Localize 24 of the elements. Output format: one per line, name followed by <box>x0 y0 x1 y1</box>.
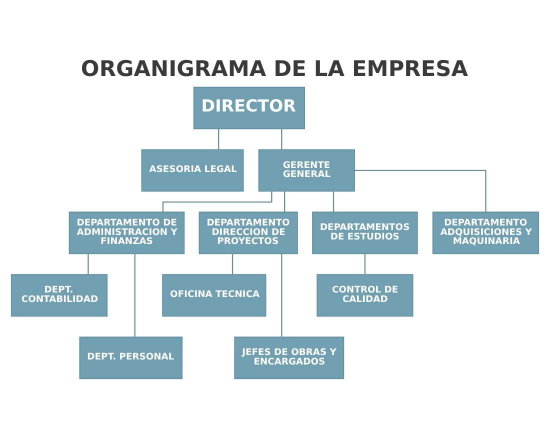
node-box: GERENTE GENERAL <box>258 149 355 192</box>
connector <box>88 254 89 274</box>
diagram-title: ORGANIGRAMA DE LA EMPRESA <box>80 57 468 82</box>
node-box: DEPARTAMENTO DIRECCION DE PROYECTOS <box>198 212 298 254</box>
node-box: DEPARTAMENTO DE ADMINISTRACION Y FINANZAS <box>68 212 185 254</box>
connector <box>134 254 136 337</box>
connector <box>364 254 366 274</box>
connector <box>284 192 286 212</box>
node-box: DEPARTAMENTOS DE ESTUDIOS <box>312 212 418 254</box>
node-box: DEPT. PERSONAL <box>79 336 183 380</box>
connector <box>332 192 334 212</box>
connector <box>281 254 282 337</box>
node-box: DEPT. CONTABILIDAD <box>10 274 108 317</box>
node-box: JEFES DE OBRAS Y ENCARGADOS <box>234 336 344 380</box>
node-box: DEPARTAMENTO ADQUISICIONES Y MAQUINARIA <box>432 212 540 254</box>
node-box: OFICINA TECNICA <box>162 274 266 317</box>
node-box: CONTROL DE CALIDAD <box>316 274 414 317</box>
node-box: DIRECTOR <box>193 86 305 130</box>
connector <box>232 254 234 274</box>
connector <box>281 129 282 150</box>
connector <box>218 129 220 150</box>
connector <box>354 170 486 212</box>
node-box: ASESORIA LEGAL <box>141 149 244 192</box>
connector <box>162 191 272 212</box>
